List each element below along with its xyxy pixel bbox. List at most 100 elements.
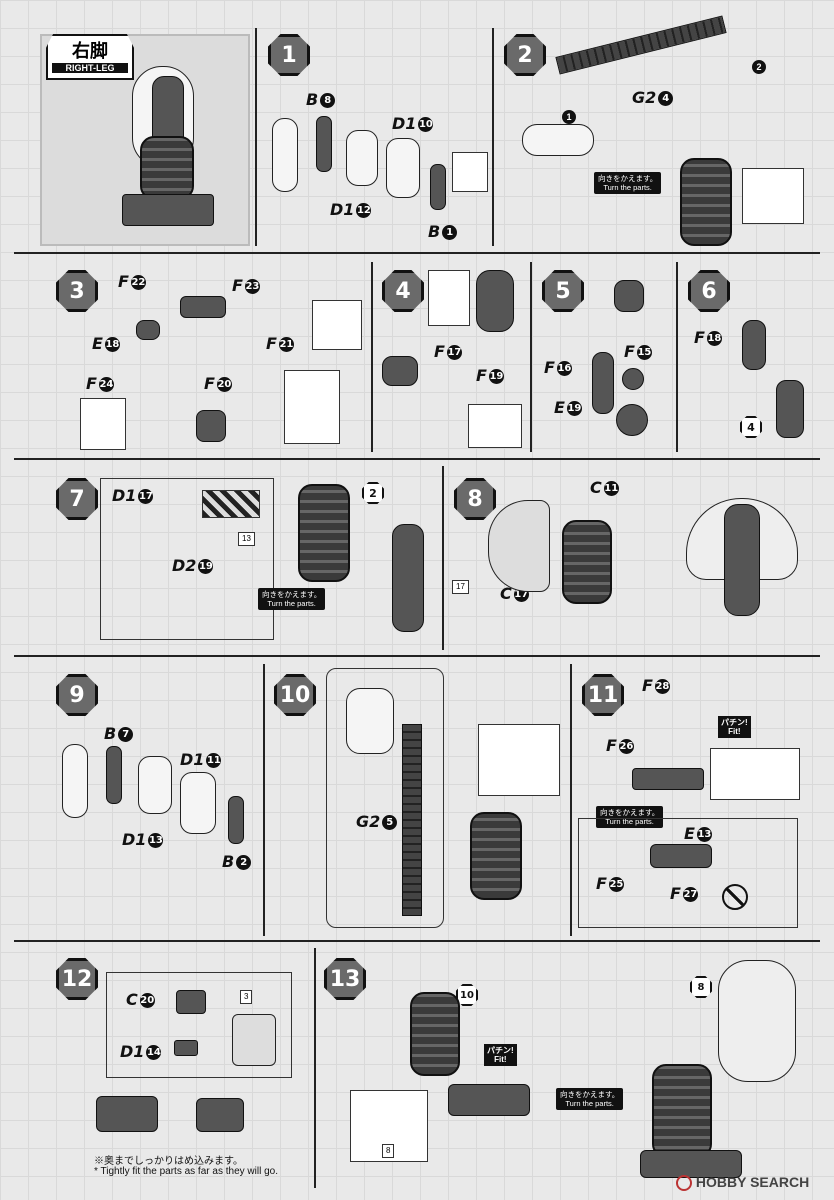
link-piece [106,746,122,804]
small-part [592,352,614,414]
detail-box [452,152,488,192]
col-divider [676,262,678,452]
turn-note: 向きをかえます。Turn the parts. [596,806,664,828]
armor-shell [488,500,550,592]
link-piece [228,796,244,844]
ref-step: 10 [456,984,478,1006]
shell-piece [346,130,378,186]
detail-box [312,300,362,350]
col-divider [530,262,532,452]
foot-part [96,1096,158,1132]
sticker-swatch [202,490,260,518]
detail-frame [578,818,798,928]
step-number: 5 [542,270,584,312]
watermark-icon [676,1175,692,1192]
detail-frame [100,478,274,640]
callout-number: 2 [752,60,766,74]
detail-box [478,724,560,796]
track-wheel [298,484,350,582]
shell-piece [138,756,172,814]
small-part [742,320,766,370]
ref-step: 2 [362,482,384,504]
header-badge: 右脚 RIGHT-LEG [46,34,134,80]
row-divider [14,940,820,942]
small-part [180,296,226,318]
small-part [382,356,418,386]
turn-note: 向きをかえます。Turn the parts. [258,588,326,610]
leg-track [140,136,194,200]
detail-frame [106,972,292,1078]
detail-box [710,748,800,800]
small-part [176,990,206,1014]
assembled-leg-core [724,504,760,616]
foot-part [196,1098,244,1132]
header-title-en: RIGHT-LEG [52,63,128,73]
small-part [174,1040,198,1056]
page-ref: 17 [452,580,469,594]
step-number: 10 [274,674,316,716]
step-number: 13 [324,958,366,1000]
step-number: 6 [688,270,730,312]
shell-piece [180,772,216,834]
callout-number: 1 [562,110,576,124]
link-piece [430,164,446,210]
col-divider [314,948,316,1188]
row-divider [14,458,820,460]
foot-part [632,768,704,790]
leg-foot [122,194,214,226]
row-divider [14,252,820,254]
link-piece [272,118,298,192]
col-divider [255,28,257,246]
fit-note: パチン!Fit! [718,716,751,738]
track-strip [402,724,422,916]
track-wheel [562,520,612,604]
col-divider [371,262,373,452]
header-title-jp: 右脚 [72,41,108,61]
detail-box [742,168,804,224]
link-piece [62,744,88,818]
step-number: 1 [268,34,310,76]
page-ref: 3 [240,990,253,1004]
step-number: 4 [382,270,424,312]
foot-part [640,1150,742,1178]
step-number: 2 [504,34,546,76]
detail-box [428,270,470,326]
col-divider [442,466,444,650]
track-wheel [470,812,522,900]
step-number: 8 [454,478,496,520]
col-divider [263,664,265,936]
detail-box [284,370,340,444]
small-part [476,270,514,332]
page-ref: 8 [382,1144,395,1158]
assembled-leg-shell [718,960,796,1082]
step-number: 3 [56,270,98,312]
step-number: 12 [56,958,98,1000]
step-number: 11 [582,674,624,716]
track-strip [555,15,727,75]
small-part [614,280,644,312]
detail-box [468,404,522,448]
track-link [522,124,594,156]
detail-box [80,398,126,450]
step-number: 7 [56,478,98,520]
